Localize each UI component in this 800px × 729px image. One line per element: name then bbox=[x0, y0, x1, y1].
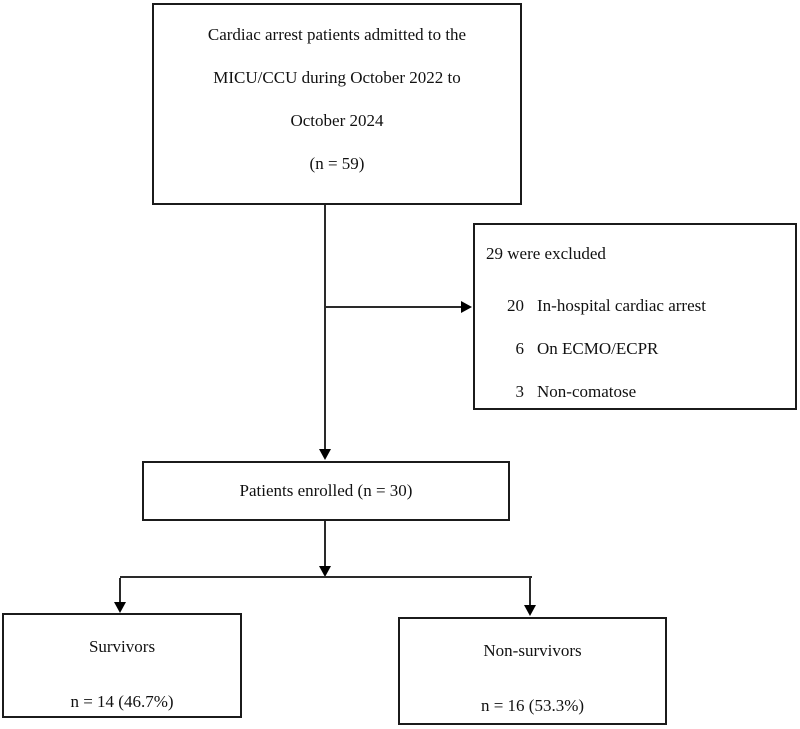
arrowhead-into-nonsurvivors-icon bbox=[524, 605, 536, 616]
survivors-box: Survivors n = 14 (46.7%) bbox=[2, 613, 242, 718]
excluded-title: 29 were excluded bbox=[486, 244, 606, 263]
connector-to-excluded-line bbox=[325, 306, 461, 308]
excluded-item-label: In-hospital cardiac arrest bbox=[537, 296, 706, 315]
excluded-item: 6 On ECMO/ECPR bbox=[475, 327, 795, 370]
excluded-item-count: 3 bbox=[515, 382, 525, 401]
arrowhead-into-survivors-icon bbox=[114, 602, 126, 613]
survivors-count: n = 14 (46.7%) bbox=[70, 692, 174, 711]
nonsurvivors-count: n = 16 (53.3%) bbox=[480, 696, 585, 715]
top-box-line-4: (n = 59) bbox=[309, 154, 365, 173]
enrolled-label: Patients enrolled (n = 30) bbox=[239, 481, 413, 500]
arrowhead-into-enrolled-icon bbox=[319, 449, 331, 460]
connector-branch-to-survivors-line bbox=[119, 578, 121, 602]
top-box-line-2: MICU/CCU during October 2022 to bbox=[213, 68, 461, 87]
excluded-item-count: 6 bbox=[515, 339, 525, 358]
top-box-admitted-patients: Cardiac arrest patients admitted to the … bbox=[152, 3, 522, 205]
connector-branch-to-nonsurvivors-line bbox=[529, 578, 531, 605]
nonsurvivors-box: Non-survivors n = 16 (53.3%) bbox=[398, 617, 667, 725]
excluded-box: 29 were excluded 20 In-hospital cardiac … bbox=[473, 223, 797, 410]
connector-enrolled-to-branch-line bbox=[324, 521, 326, 566]
arrowhead-into-excluded-icon bbox=[461, 301, 472, 313]
excluded-item: 3 Non-comatose bbox=[475, 370, 795, 413]
excluded-item-count: 20 bbox=[507, 296, 524, 315]
nonsurvivors-title: Non-survivors bbox=[483, 641, 582, 660]
branch-horizontal-line bbox=[120, 576, 532, 578]
connector-top-to-enrolled-line bbox=[324, 205, 326, 449]
excluded-item: 20 In-hospital cardiac arrest bbox=[475, 284, 795, 327]
excluded-item-label: Non-comatose bbox=[537, 382, 637, 401]
arrowhead-onto-branch-icon bbox=[319, 566, 331, 577]
survivors-title: Survivors bbox=[88, 637, 156, 656]
top-box-line-3: October 2024 bbox=[290, 111, 384, 130]
enrolled-box: Patients enrolled (n = 30) bbox=[142, 461, 510, 521]
top-box-line-1: Cardiac arrest patients admitted to the bbox=[207, 25, 467, 44]
excluded-item-label: On ECMO/ECPR bbox=[537, 339, 659, 358]
